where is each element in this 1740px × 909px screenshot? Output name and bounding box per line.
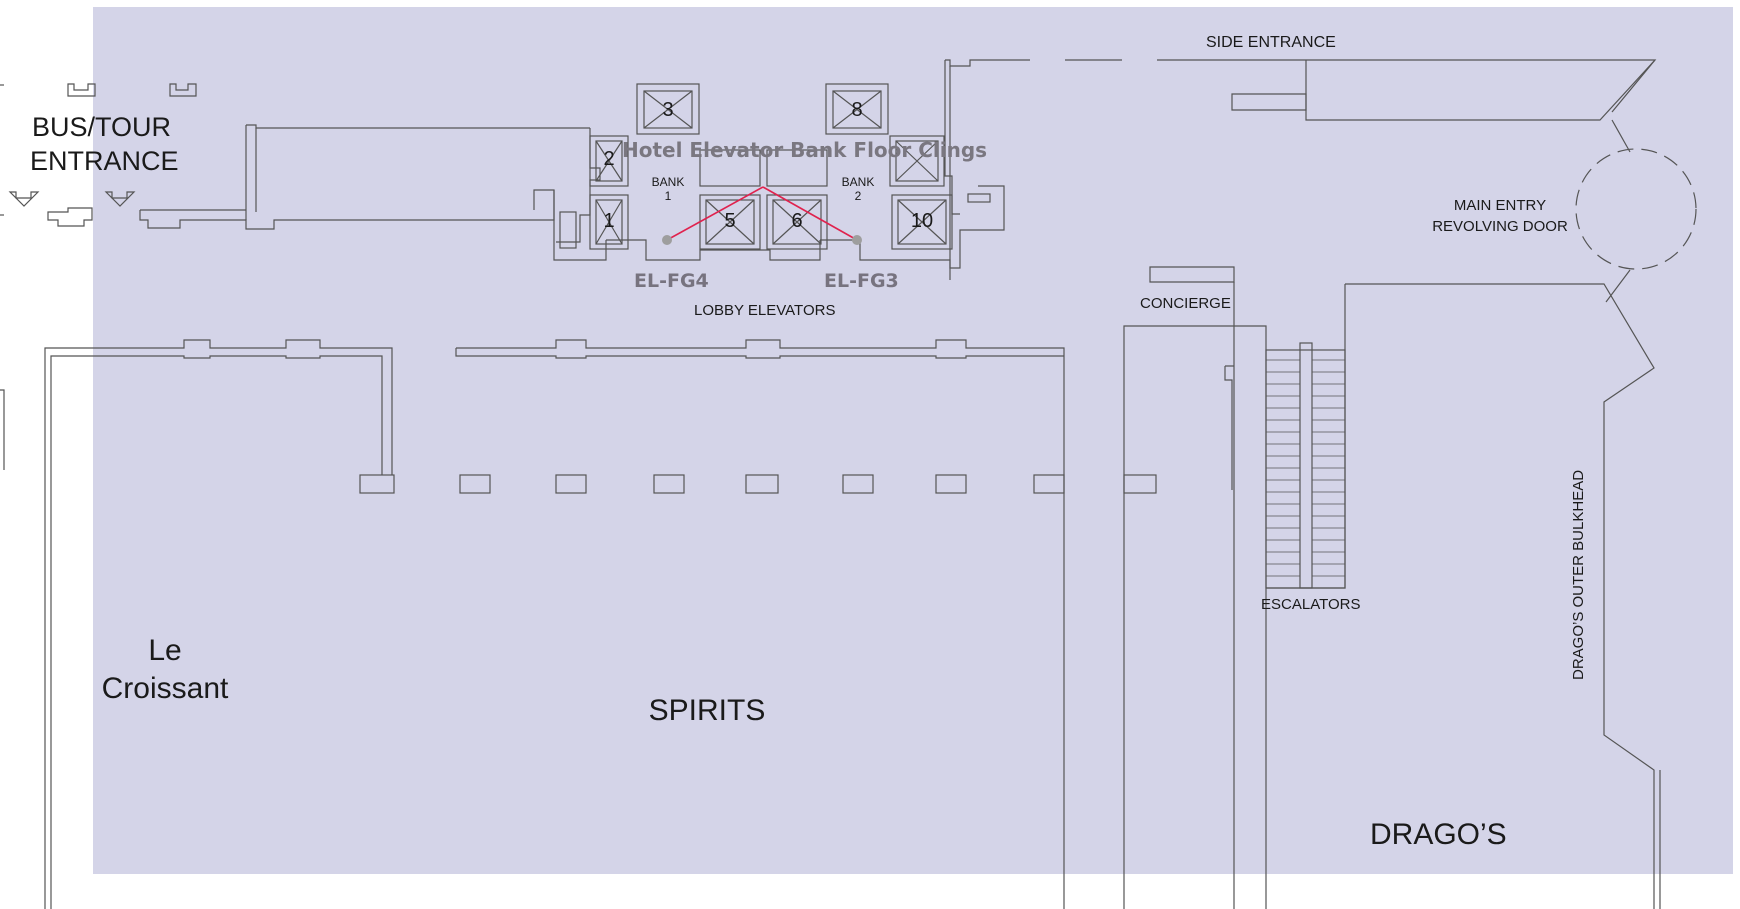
- label-main-entry: MAIN ENTRY: [1453, 197, 1547, 214]
- label-bus-entrance: ENTRANCE: [30, 146, 179, 176]
- bank-2-word: BANK: [841, 175, 875, 189]
- marker-el-fg4-dot[interactable]: [662, 235, 672, 245]
- label-dragos: DRAGO’S: [1370, 818, 1507, 851]
- label-escalators: ESCALATORS: [1261, 596, 1361, 613]
- label-croissant: Croissant: [101, 672, 229, 705]
- label-concierge: CONCIERGE: [1140, 295, 1231, 312]
- elevator-1: 1: [603, 210, 615, 232]
- label-spirits: SPIRITS: [648, 694, 766, 727]
- label-dragos-bulkhead: DRAGO’S OUTER BULKHEAD: [1570, 469, 1587, 680]
- label-bank-1: BANK 1: [648, 175, 688, 204]
- connector-line: [762, 186, 858, 241]
- overlay-title: Hotel Elevator Bank Floor Clings: [622, 138, 988, 162]
- elevator-8: 8: [851, 99, 863, 121]
- marker-el-fg3-dot[interactable]: [852, 235, 862, 245]
- elevator-5: 5: [724, 210, 736, 232]
- walls: [0, 59, 1697, 909]
- elevator-10: 10: [910, 210, 934, 232]
- label-side-entrance: SIDE ENTRANCE: [1206, 34, 1336, 51]
- marker-el-fg3-label[interactable]: EL-FG3: [824, 270, 899, 292]
- label-bus-tour: BUS/TOUR: [32, 112, 172, 142]
- highlight-zone: [93, 7, 1733, 874]
- elevator-6: 6: [791, 210, 803, 232]
- bank-1-number: 1: [664, 188, 672, 203]
- connector-line: [666, 186, 764, 241]
- arrow-icon: [8, 191, 40, 207]
- label-lobby-elevators: LOBBY ELEVATORS: [694, 302, 836, 319]
- bank-1-word: BANK: [651, 175, 685, 189]
- label-bank-2: BANK 2: [838, 175, 878, 204]
- escalator-steps: [1266, 359, 1345, 577]
- arrow-icon: [104, 191, 136, 207]
- label-le: Le: [148, 634, 182, 667]
- marker-el-fg4-label[interactable]: EL-FG4: [634, 270, 709, 292]
- elevator-3: 3: [662, 99, 674, 121]
- elevator-2: 2: [603, 148, 615, 170]
- cling-connectors: [662, 186, 862, 245]
- bank-2-number: 2: [854, 188, 862, 203]
- label-revolving-door: REVOLVING DOOR: [1432, 218, 1568, 235]
